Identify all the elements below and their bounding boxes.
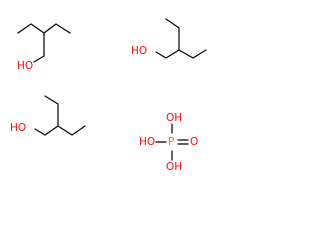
molecule-2-ethylbutanol-3: HO [10,95,86,136]
structure-canvas: HO HO HO OH HO P O OH [10,18,207,173]
molecule-2-ethylbutanol-2: HO [131,18,207,59]
phosphate-bottom-hydroxyl: OH [166,161,182,173]
bond-chain-1a [17,23,71,34]
molecule-phosphoric-acid: OH HO P O OH [139,112,198,173]
bond-c-o-3 [34,128,46,136]
hydroxyl-label-2: HO [131,45,147,57]
hydroxyl-label-3: HO [10,122,26,134]
bond-c-o-2 [155,51,167,59]
phosphate-double-bond-oxygen: O [190,136,198,148]
hydroxyl-label-1: HO [17,60,33,72]
bond-ch2-2 [165,49,180,59]
bond-c-o-1 [33,55,45,63]
phosphate-top-hydroxyl: OH [166,112,182,124]
phosphate-left-hydroxyl: HO [139,136,155,148]
molecule-2-ethylbutanol-1: HO [17,23,71,72]
phosphorus-atom: P [168,136,174,148]
bond-ch2-3 [44,125,59,136]
bond-chain-3a [44,95,86,136]
bond-chain-2a [165,18,207,59]
